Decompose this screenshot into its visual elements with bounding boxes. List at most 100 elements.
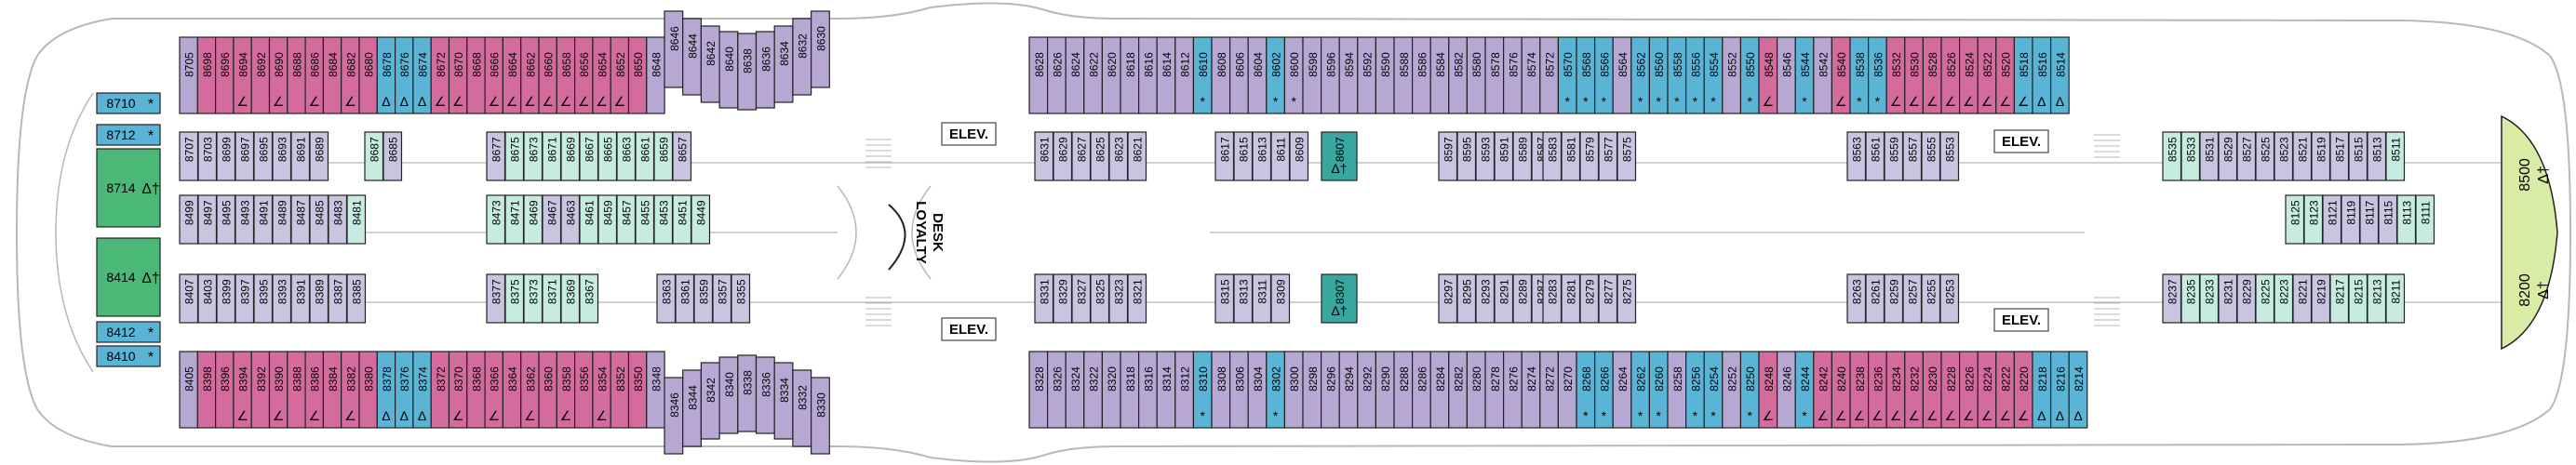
cabin-8634[interactable]: 8634 [773,25,794,103]
cabin-8556[interactable]: 8556* [1684,36,1705,114]
cabin-8554[interactable]: 8554* [1703,36,1724,114]
cabin-8519[interactable]: 8519 [2311,131,2331,181]
cabin-8530[interactable]: 8530∠ [1904,36,1925,114]
cabin-8362[interactable]: 8362∠ [520,351,540,429]
cabin-8667[interactable]: 8667 [579,131,599,181]
cabin-8669[interactable]: 8669 [560,131,581,181]
cabin-8268[interactable]: 8268* [1576,351,1596,429]
cabin-8240[interactable]: 8240∠ [1831,351,1851,429]
cabin-8592[interactable]: 8592 [1357,36,1377,114]
cabin-8384[interactable]: 8384 [322,351,342,429]
cabin-8125[interactable]: 8125 [2285,194,2305,245]
cabin-8226[interactable]: 8226∠ [1959,351,1979,429]
cabin-8615[interactable]: 8615 [1233,131,1254,181]
cabin-8610[interactable]: 8610* [1192,36,1213,114]
cabin-8493[interactable]: 8493 [235,194,255,245]
cabin-8656[interactable]: 8656∠ [573,36,594,114]
cabin-8616[interactable]: 8616 [1137,36,1158,114]
cabin-8581[interactable]: 8581 [1561,131,1581,181]
cabin-8361[interactable]: 8361 [675,273,695,324]
cabin-8235[interactable]: 8235 [2180,273,2201,324]
cabin-8348[interactable]: 8348 [646,351,665,429]
cabin-8302[interactable]: 8302* [1266,351,1286,429]
cabin-8604[interactable]: 8604 [1247,36,1268,114]
cabin-8403[interactable]: 8403 [197,273,218,324]
cabin-8391[interactable]: 8391 [290,273,311,324]
cabin-8219[interactable]: 8219 [2311,273,2331,324]
cabin-8495[interactable]: 8495 [216,194,236,245]
cabin-8528[interactable]: 8528∠ [1922,36,1942,114]
cabin-8274[interactable]: 8274 [1521,351,1541,429]
cabin-8483[interactable]: 8483 [328,194,348,245]
cabin-8618[interactable]: 8618 [1120,36,1140,114]
cabin-8485[interactable]: 8485 [309,194,329,245]
cabin-8576[interactable]: 8576 [1502,36,1523,114]
cabin-8270[interactable]: 8270 [1557,351,1577,429]
cabin-8399[interactable]: 8399 [216,273,236,324]
cabin-8611[interactable]: 8611 [1270,131,1291,181]
cabin-8666[interactable]: 8666∠ [484,36,503,114]
cabin-8322[interactable]: 8322 [1083,351,1104,429]
cabin-8564[interactable]: 8564 [1612,36,1632,114]
cabin-8558[interactable]: 8558* [1667,36,1687,114]
cabin-8661[interactable]: 8661 [635,131,655,181]
cabin-8672[interactable]: 8672∠ [430,36,450,114]
cabin-8629[interactable]: 8629 [1053,131,1073,181]
cabin-8405[interactable]: 8405 [179,351,198,429]
cabin-8570[interactable]: 8570* [1557,36,1577,114]
cabin-8318[interactable]: 8318 [1120,351,1140,429]
cabin-8367[interactable]: 8367 [579,273,599,324]
cabin-8536[interactable]: 8536* [1867,36,1887,114]
cabin-8628[interactable]: 8628 [1028,36,1049,114]
cabin-8521[interactable]: 8521 [2292,131,2313,181]
cabin-8449[interactable]: 8449 [691,194,711,245]
cabin-8397[interactable]: 8397 [235,273,255,324]
cabin-8640[interactable]: 8640 [718,31,739,109]
cabin-8296[interactable]: 8296 [1320,351,1340,429]
cabin-8580[interactable]: 8580 [1466,36,1486,114]
cabin-8685[interactable]: 8685 [382,131,403,181]
cabin-8593[interactable]: 8593 [1475,131,1496,181]
cabin-8606[interactable]: 8606 [1228,36,1249,114]
cabin-8298[interactable]: 8298 [1302,351,1322,429]
cabin-8295[interactable]: 8295 [1456,273,1477,324]
cabin-8524[interactable]: 8524∠ [1959,36,1979,114]
cabin-8211[interactable]: 8211 [2385,273,2406,324]
cabin-8469[interactable]: 8469 [523,194,543,245]
cabin-8710[interactable]: 8710* [96,92,161,114]
cabin-8622[interactable]: 8622 [1083,36,1104,114]
cabin-8696[interactable]: 8696 [215,36,235,114]
cabin-8531[interactable]: 8531 [2199,131,2220,181]
cabin-8297[interactable]: 8297 [1438,273,1458,324]
cabin-8548[interactable]: 8548∠ [1758,36,1778,114]
cabin-8523[interactable]: 8523 [2274,131,2294,181]
cabin-8252[interactable]: 8252 [1722,351,1742,429]
cabin-8613[interactable]: 8613 [1252,131,1272,181]
cabin-8275[interactable]: 8275 [1617,273,1637,324]
cabin-8557[interactable]: 8557 [1902,131,1923,181]
cabin-8577[interactable]: 8577 [1598,131,1618,181]
cabin-8377[interactable]: 8377 [486,273,506,324]
cabin-8623[interactable]: 8623 [1108,131,1129,181]
cabin-8688[interactable]: 8688 [287,36,306,114]
cabin-8352[interactable]: 8352 [610,351,630,429]
cabin-8394[interactable]: 8394∠ [233,351,252,429]
cabin-8544[interactable]: 8544* [1794,36,1815,114]
cabin-8451[interactable]: 8451 [672,194,692,245]
cabin-8553[interactable]: 8553 [1939,131,1960,181]
cabin-8330[interactable]: 8330 [810,377,830,455]
cabin-8680[interactable]: 8680 [358,36,378,114]
cabin-8385[interactable]: 8385 [346,273,367,324]
cabin-8380[interactable]: 8380 [358,351,378,429]
cabin-8631[interactable]: 8631 [1034,131,1054,181]
cabin-8382[interactable]: 8382∠ [341,351,360,429]
cabin-8308[interactable]: 8308 [1211,351,1231,429]
cabin-8316[interactable]: 8316 [1137,351,1158,429]
cabin-8291[interactable]: 8291 [1494,273,1514,324]
cabin-8457[interactable]: 8457 [616,194,637,245]
